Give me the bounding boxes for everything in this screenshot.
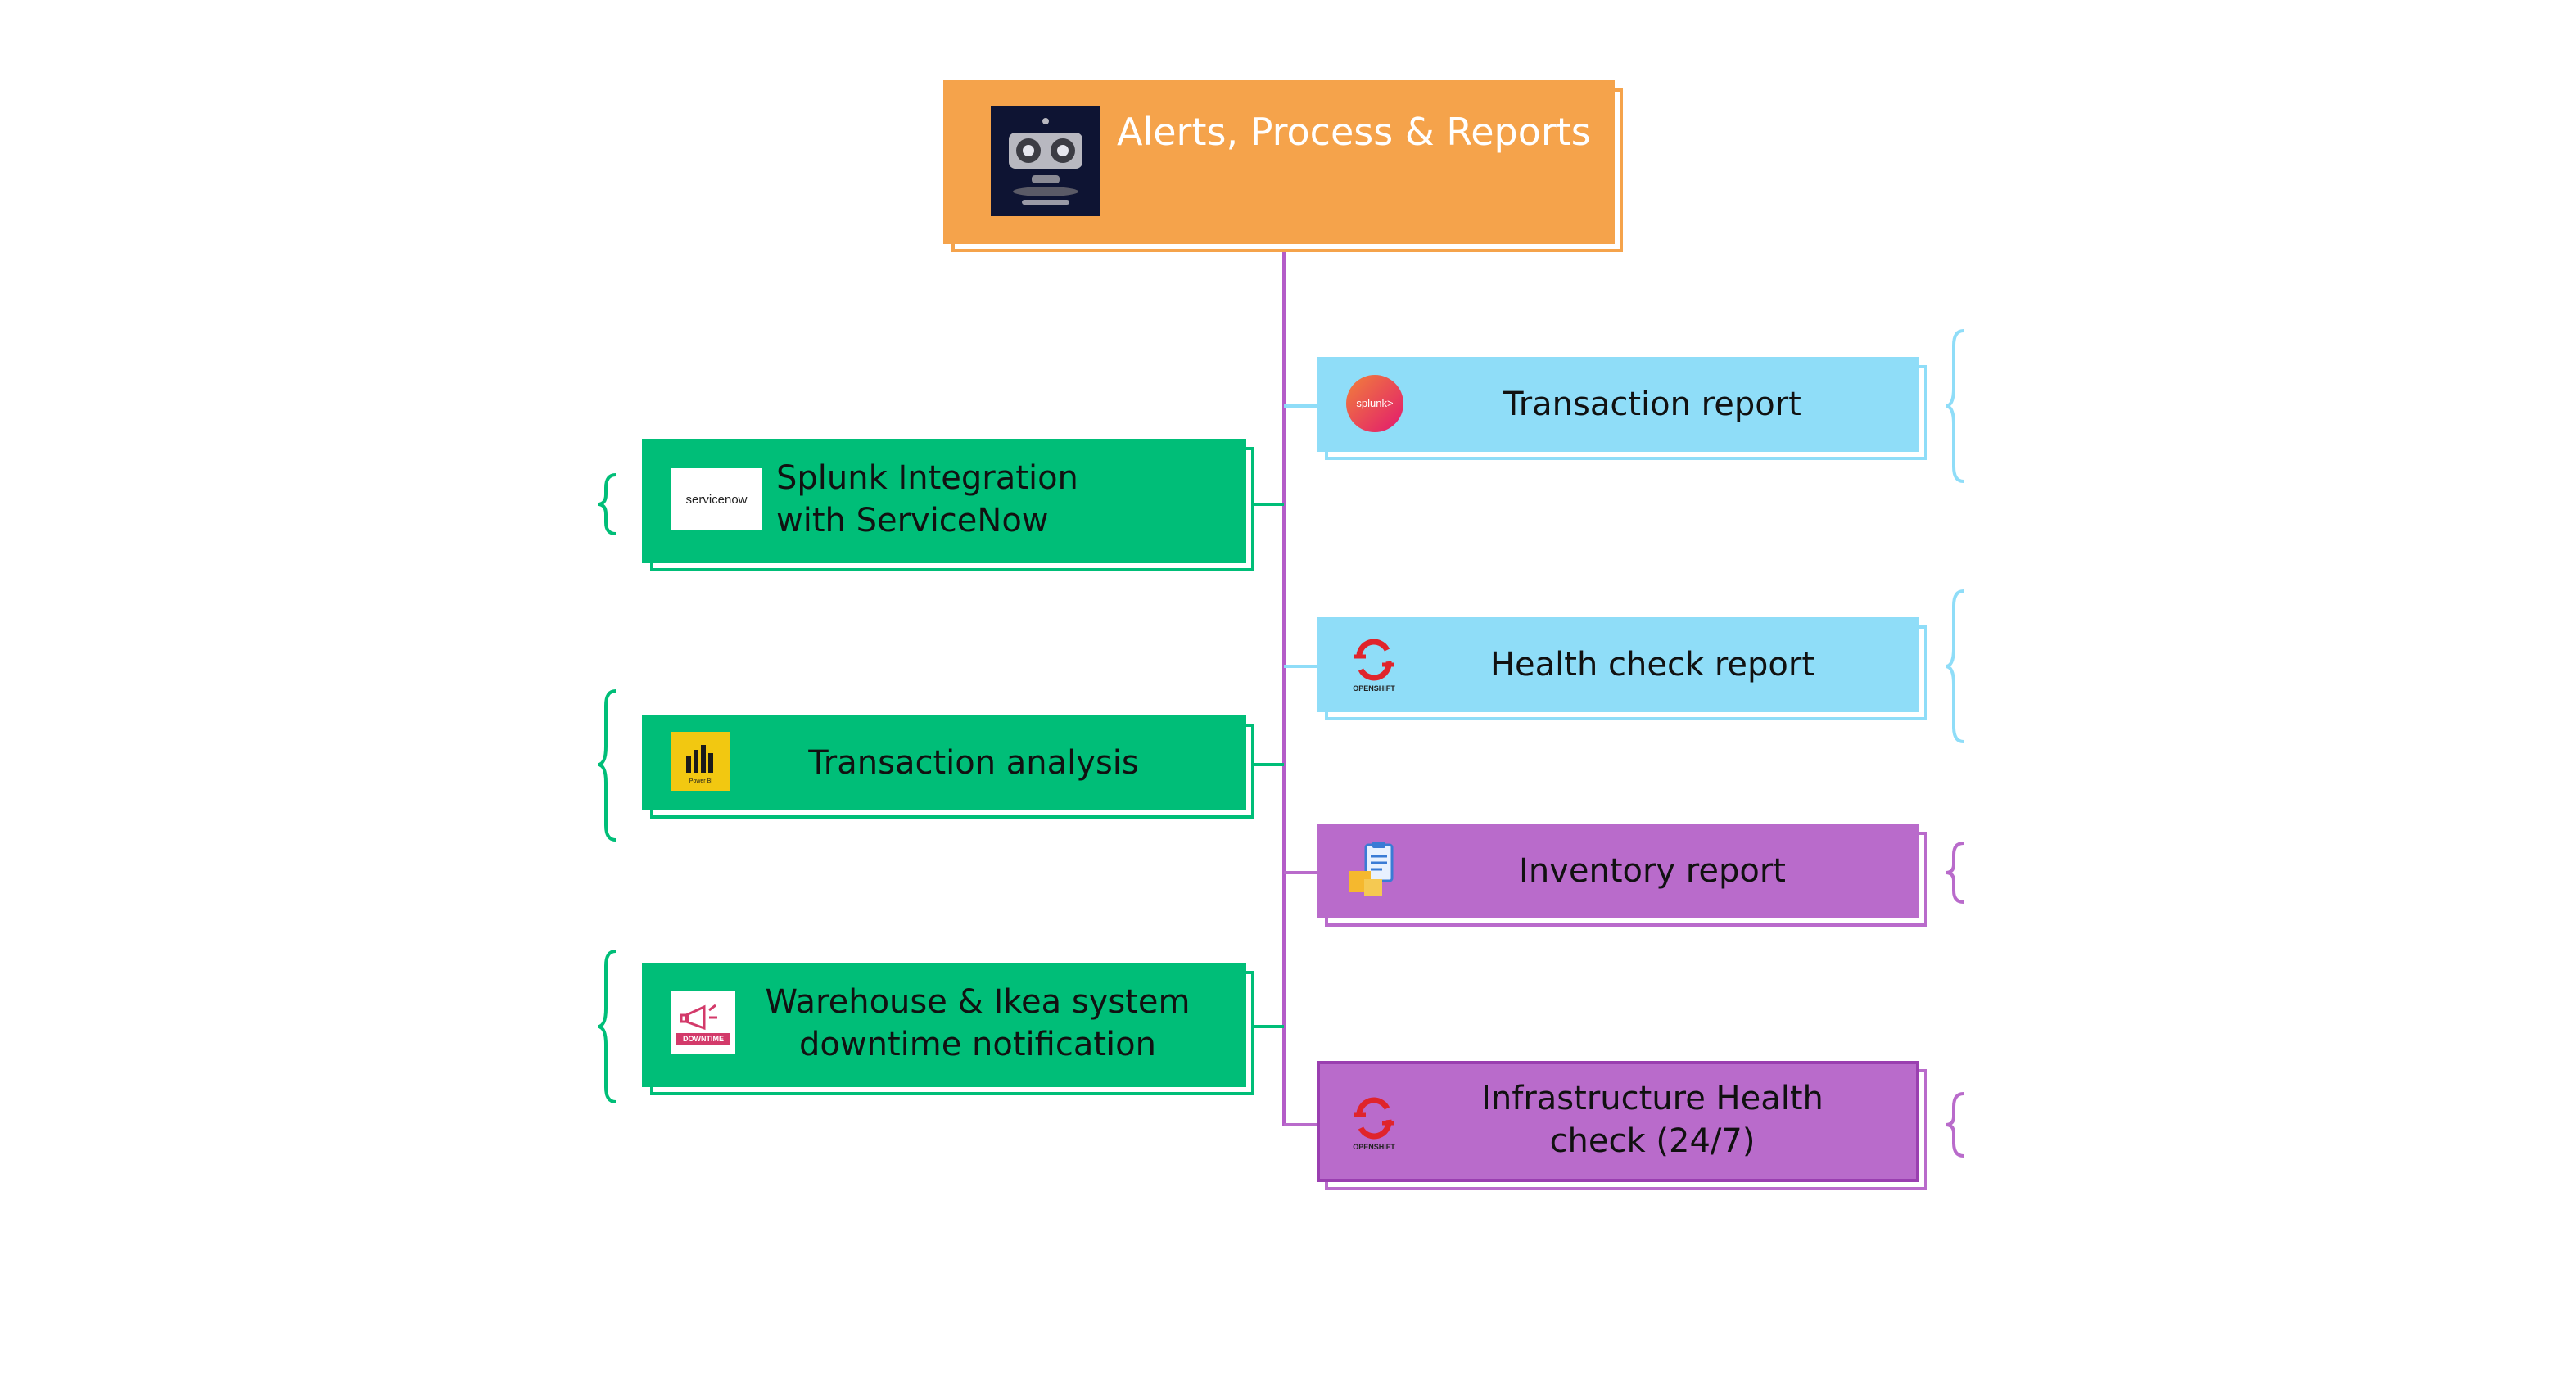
branch-label: Transaction report [1503, 386, 1801, 423]
splunk-logo-icon: splunk> [1346, 375, 1403, 432]
brace-left-2 [597, 689, 617, 842]
branch-label: Transaction analysis [808, 744, 1139, 782]
branch-node-infrastructure-health-check[interactable]: OPENSHIFT Infrastructure Health check (2… [1317, 1061, 1927, 1190]
brace-right-1 [1945, 329, 1964, 483]
power-bi-logo-icon: Power BI [671, 732, 730, 791]
brace-left-3 [597, 950, 617, 1103]
brace-left-1 [597, 473, 617, 535]
branch-label: Splunk Integration with ServiceNow [776, 459, 1078, 539]
svg-text:OPENSHIFT: OPENSHIFT [1353, 684, 1395, 693]
branch-node-downtime-notification[interactable]: DOWNTIME Warehouse & Ikea system downtim… [642, 963, 1254, 1095]
branch-label: Health check report [1489, 646, 1815, 684]
robot-face-icon [991, 106, 1100, 216]
openshift-logo-icon: OPENSHIFT [1353, 1097, 1395, 1151]
svg-text:Power BI: Power BI [689, 778, 712, 784]
branch-node-health-check-report[interactable]: OPENSHIFT Health check report [1317, 617, 1927, 720]
branch-node-inventory-report[interactable]: Inventory report [1317, 824, 1927, 927]
branch-node-splunk-servicenow[interactable]: servicenow Splunk Integration with Servi… [642, 439, 1254, 571]
branch-label: Inventory report [1519, 852, 1786, 890]
svg-text:OPENSHIFT: OPENSHIFT [1353, 1143, 1395, 1151]
svg-text:DOWNTIME: DOWNTIME [683, 1035, 724, 1043]
branch-label: Warehouse & Ikea system downtime notific… [765, 983, 1191, 1063]
openshift-logo-icon: OPENSHIFT [1353, 639, 1395, 693]
brace-right-2 [1945, 589, 1964, 743]
root-node[interactable]: Alerts, Process & Reports [943, 80, 1623, 252]
branch-node-transaction-report[interactable]: splunk> Transaction report [1317, 357, 1927, 460]
root-label: Alerts, Process & Reports [1117, 110, 1591, 154]
servicenow-logo-icon: servicenow [671, 468, 762, 530]
inventory-clipboard-icon [1349, 842, 1394, 896]
brace-right-3 [1945, 842, 1964, 904]
branch-label: Infrastructure Health check (24/7) [1481, 1080, 1824, 1160]
svg-text:splunk>: splunk> [1356, 397, 1393, 409]
brace-right-4 [1945, 1092, 1964, 1158]
branch-node-transaction-analysis[interactable]: Power BI Transaction analysis [642, 715, 1254, 819]
downtime-megaphone-icon: DOWNTIME [671, 991, 735, 1054]
